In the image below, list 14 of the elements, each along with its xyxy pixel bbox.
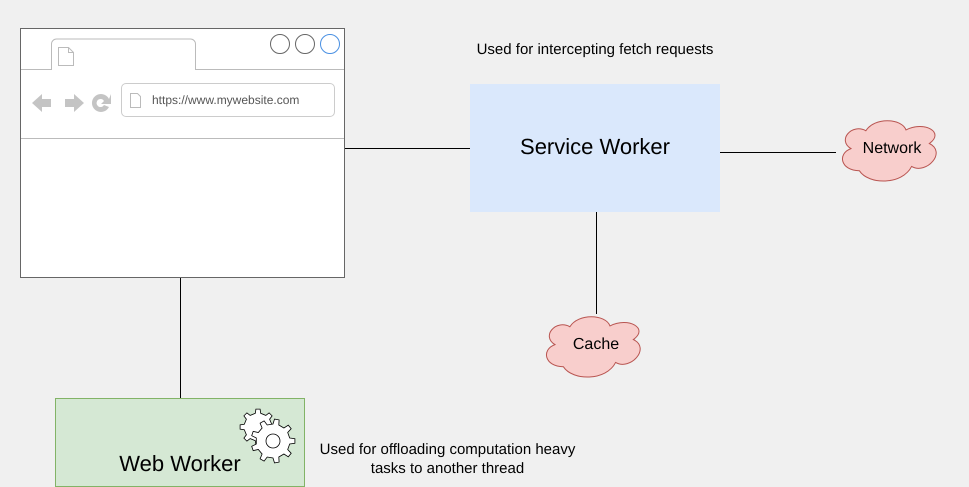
node-label: Web Worker bbox=[119, 451, 241, 476]
url-text: https://www.mywebsite.com bbox=[152, 93, 300, 107]
node-label: Network bbox=[862, 140, 922, 157]
browser-window bbox=[20, 28, 345, 278]
annotation-text: Used for intercepting fetch requests bbox=[476, 40, 714, 59]
connector-line bbox=[720, 152, 836, 153]
connector-line bbox=[344, 148, 470, 149]
node-label: Cache bbox=[572, 336, 620, 353]
node-label: Service Worker bbox=[520, 134, 670, 159]
process-box bbox=[55, 398, 305, 487]
process-box bbox=[470, 84, 720, 212]
annotation-text: Used for offloading computation heavy tasks to another thread bbox=[318, 440, 576, 478]
connector-line bbox=[596, 212, 597, 314]
connector-line bbox=[180, 278, 181, 398]
